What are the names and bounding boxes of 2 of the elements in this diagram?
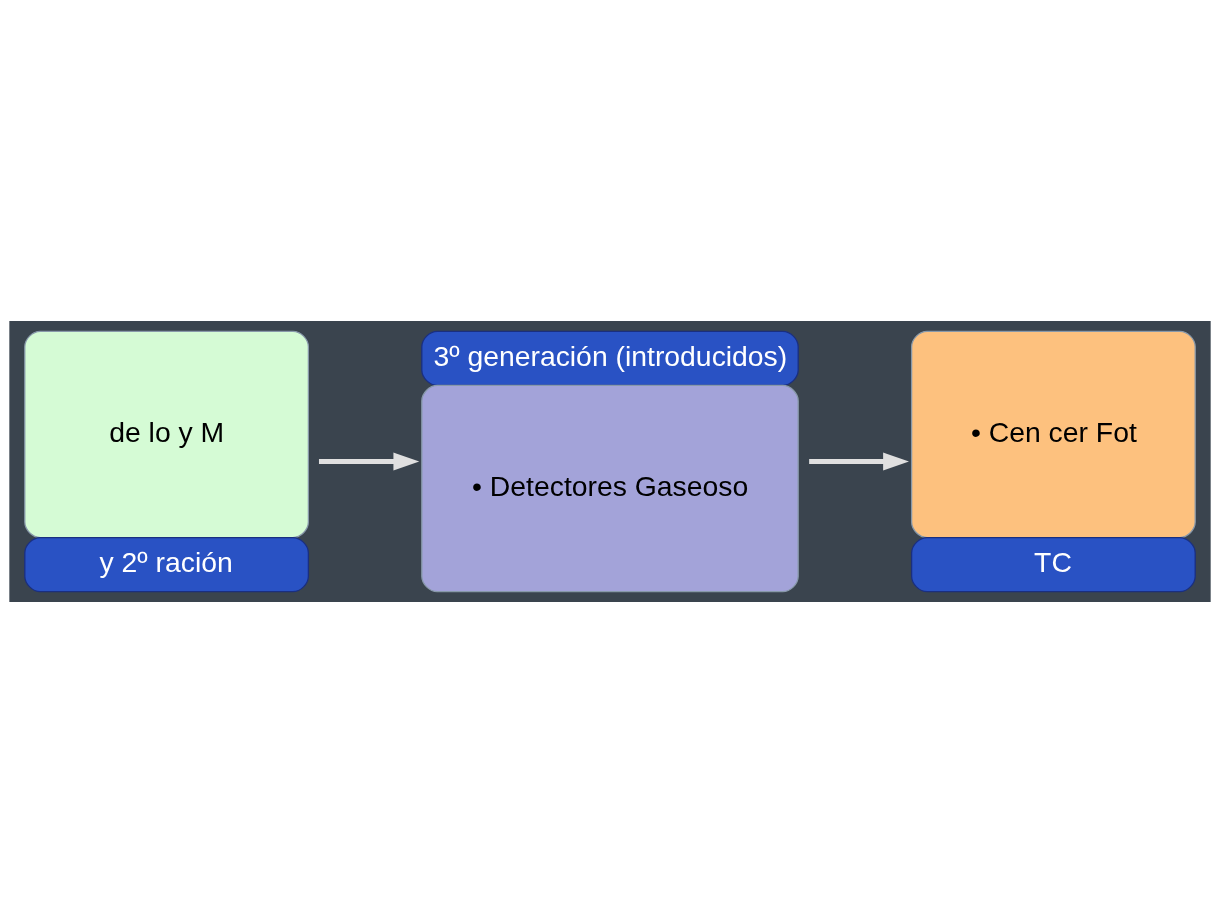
arrow [318, 451, 420, 471]
arrow [809, 451, 909, 471]
